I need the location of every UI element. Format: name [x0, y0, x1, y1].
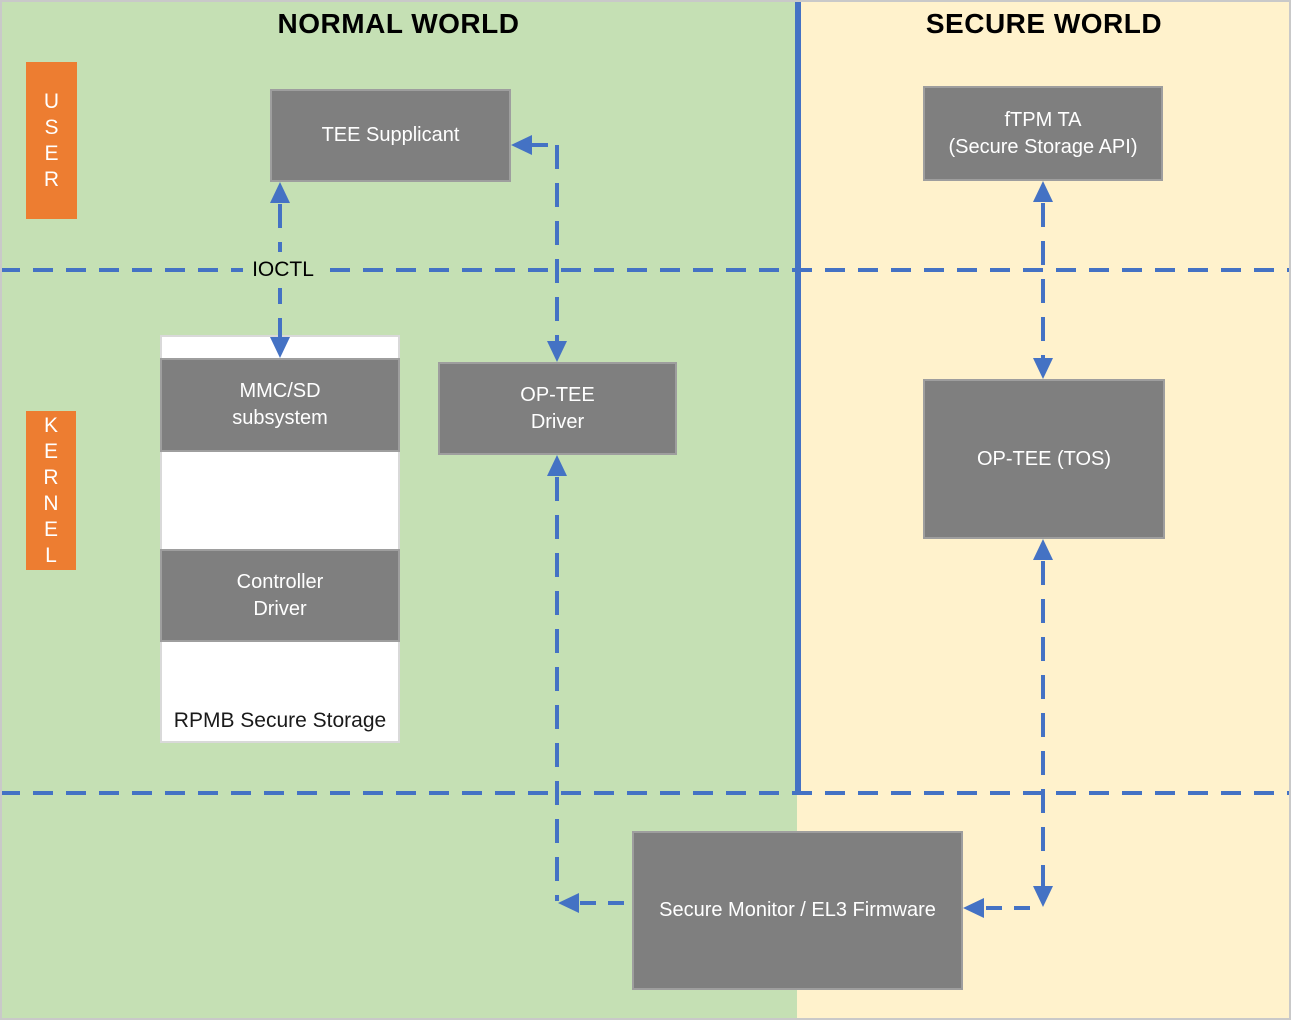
arrowhead-left-icon	[558, 893, 579, 913]
secure-monitor-label: Secure Monitor / EL3 Firmware	[659, 899, 936, 921]
arrowhead-down-icon	[1033, 358, 1053, 379]
arrowhead-up-icon	[1033, 181, 1053, 202]
arrowhead-up-icon	[547, 455, 567, 476]
arrowhead-left-icon	[963, 898, 984, 918]
kernel-privilege-label: K E R N E L	[26, 411, 76, 570]
kernel-firmware-boundary-line	[0, 791, 1291, 795]
tee-supplicant-label: TEE Supplicant	[321, 124, 460, 146]
rpmb-secure-storage-label: RPMB Secure Storage	[173, 709, 387, 732]
ftpm-ta-box: fTPM TA (Secure Storage API)	[923, 86, 1163, 181]
arrow-stem	[1041, 203, 1045, 358]
arrowhead-up-icon	[1033, 539, 1053, 560]
ftpm-ta-label: fTPM TA (Secure Storage API)	[948, 108, 1138, 158]
controller-driver-box: Controller Driver	[160, 549, 400, 642]
arrow-stem	[532, 143, 559, 147]
mmc-sd-subsystem-label: MMC/SD subsystem	[232, 380, 328, 429]
arrow-stem	[580, 901, 632, 905]
controller-driver-label: Controller Driver	[236, 570, 324, 620]
optee-driver-box: OP-TEE Driver	[438, 362, 677, 455]
ioctl-label: IOCTL	[243, 252, 323, 288]
secure-monitor-box: Secure Monitor / EL3 Firmware	[632, 831, 963, 990]
secure-world-title: SECURE WORLD	[925, 8, 1163, 39]
user-privilege-label: U S E R	[26, 62, 77, 219]
arrow-stem	[1041, 561, 1045, 886]
optee-tos-label: OP-TEE (TOS)	[976, 447, 1112, 470]
arrowhead-down-icon	[547, 341, 567, 362]
optee-driver-label: OP-TEE Driver	[520, 383, 595, 433]
arrow-stem	[986, 906, 1041, 910]
user-kernel-boundary-line	[0, 268, 1291, 272]
mmc-sd-subsystem-box: MMC/SD subsystem	[160, 358, 400, 452]
arrowhead-up-icon	[270, 182, 290, 203]
arrowhead-down-icon	[1033, 886, 1053, 907]
arrowhead-left-icon	[511, 135, 532, 155]
tee-supplicant-box: TEE Supplicant	[270, 89, 511, 182]
world-divider-line	[795, 0, 801, 793]
optee-tos-box: OP-TEE (TOS)	[923, 379, 1165, 539]
arrow-stem	[555, 145, 559, 341]
normal-world-title: NORMAL WORLD	[277, 8, 520, 39]
arrowhead-down-icon	[270, 337, 290, 358]
arrow-stem	[555, 477, 559, 901]
